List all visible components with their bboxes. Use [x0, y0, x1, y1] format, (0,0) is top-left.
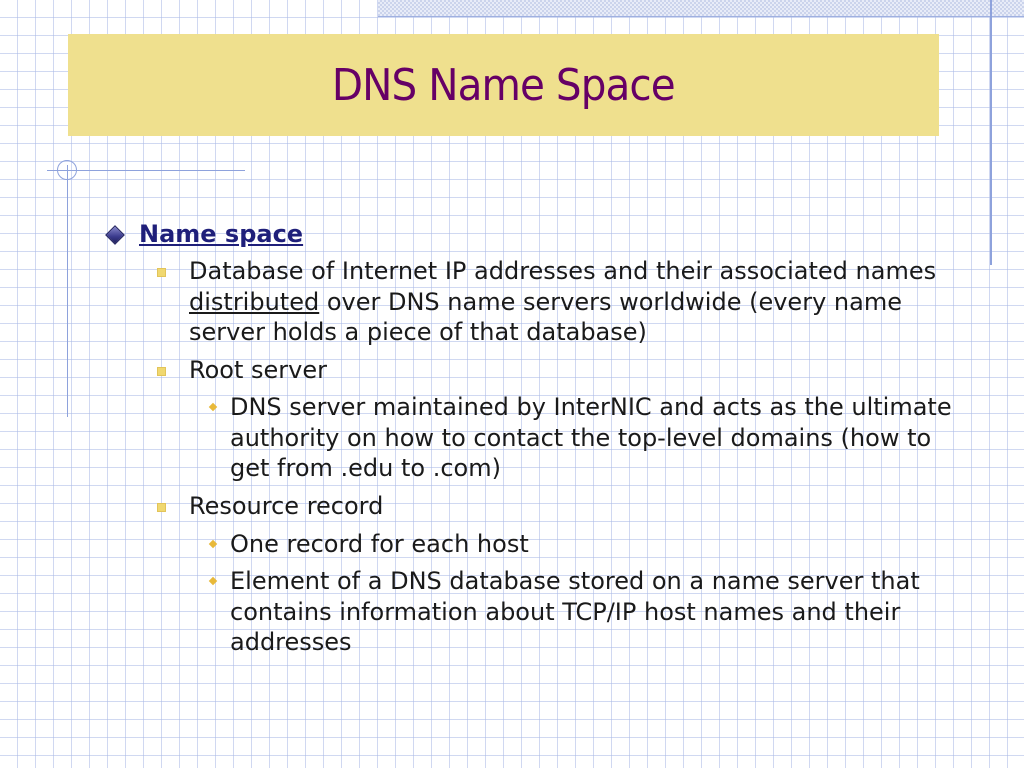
- sub-list-item-text: Element of a DNS database stored on a na…: [230, 567, 920, 656]
- section-heading: Name space: [139, 220, 304, 248]
- decorative-circle: [57, 160, 77, 180]
- decorative-crosshair-line: [47, 170, 245, 171]
- heading-row: Name space: [105, 219, 304, 249]
- small-diamond-bullet-icon: [208, 576, 218, 586]
- square-bullet-icon: [157, 367, 166, 376]
- sub-list-item: Element of a DNS database stored on a na…: [208, 566, 965, 658]
- sub-list-item-text: One record for each host: [230, 530, 529, 558]
- sub-list-item: One record for each host: [208, 529, 965, 560]
- list-item-text-part: over DNS name servers worldwide (every n…: [189, 287, 902, 347]
- decorative-left-line: [67, 165, 68, 417]
- decorative-top-strip: [378, 0, 1024, 17]
- slide-title: DNS Name Space: [332, 59, 676, 111]
- sub-list-item-text: DNS server maintained by InterNIC and ac…: [230, 393, 952, 482]
- list-item-text: Database of Internet IP addresses and th…: [189, 256, 959, 348]
- square-bullet-icon: [157, 268, 166, 277]
- list-item-text: Root server: [189, 356, 327, 384]
- list-item-text-part: Database of Internet IP addresses and th…: [189, 257, 937, 285]
- list-item: Resource record: [157, 491, 959, 522]
- diamond-bullet-icon: [105, 225, 125, 245]
- sub-list-item: DNS server maintained by InterNIC and ac…: [208, 392, 965, 484]
- decorative-right-line: [990, 0, 992, 265]
- list-item: Database of Internet IP addresses and th…: [157, 256, 959, 348]
- title-banner: DNS Name Space: [68, 34, 939, 136]
- square-bullet-icon: [157, 503, 166, 512]
- list-item: Root server: [157, 355, 959, 386]
- small-diamond-bullet-icon: [208, 402, 218, 412]
- list-item-text: Resource record: [189, 492, 384, 520]
- small-diamond-bullet-icon: [208, 539, 218, 549]
- underlined-word: distributed: [189, 287, 320, 316]
